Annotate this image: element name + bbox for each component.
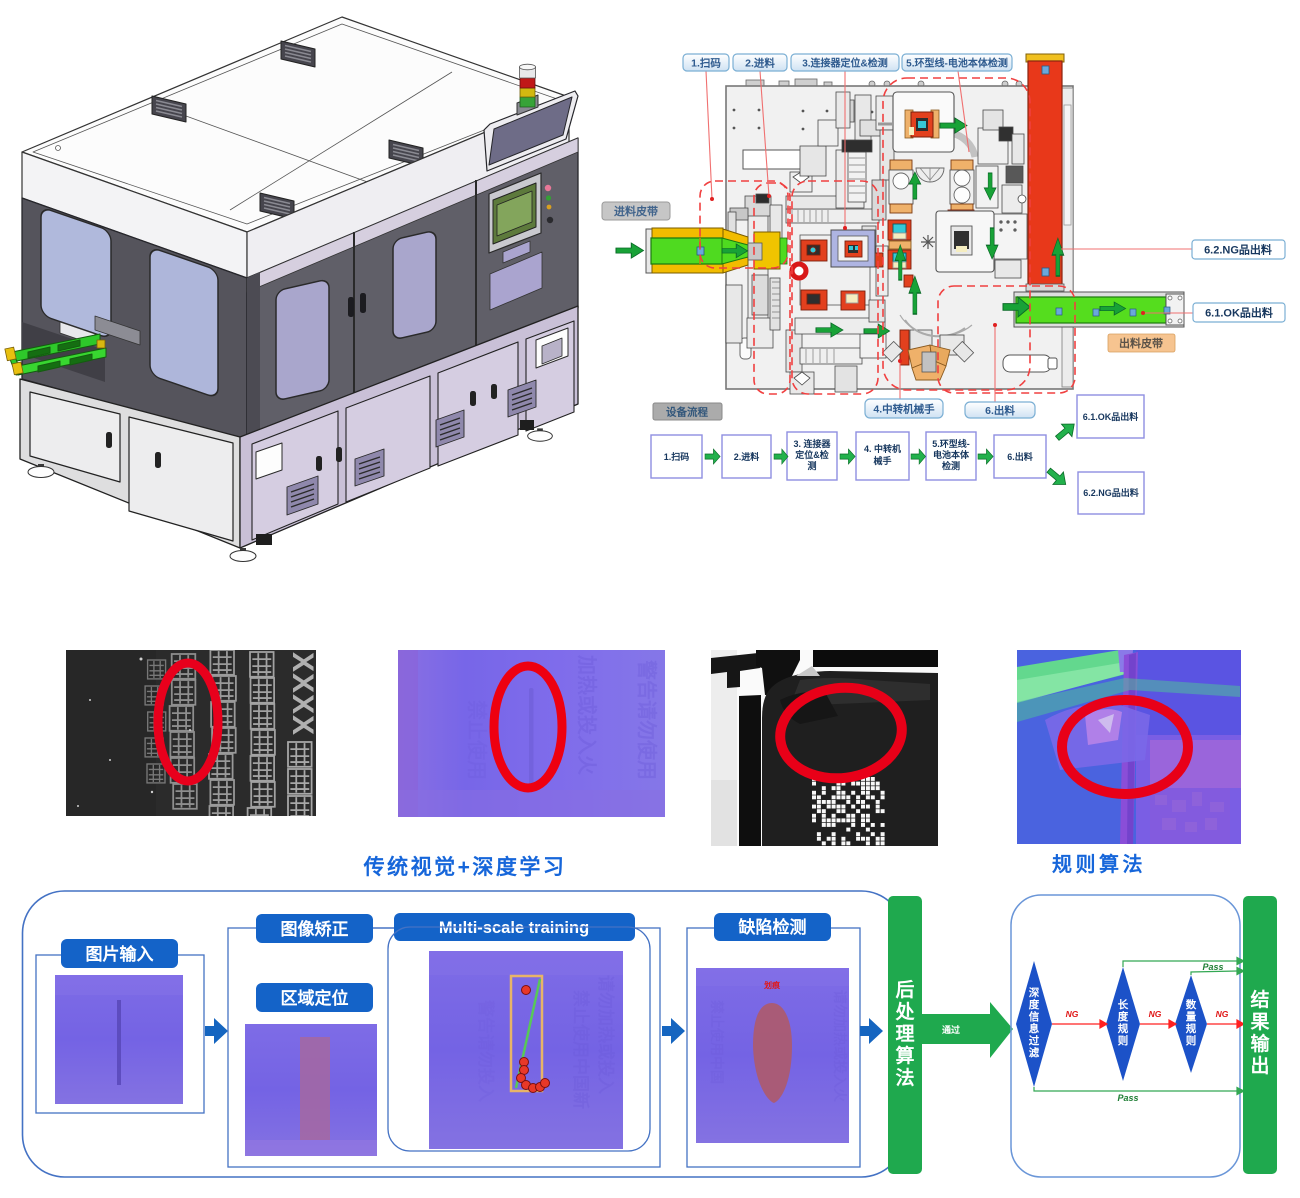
- svg-text:XXXX: XXXX: [286, 652, 319, 736]
- svg-text:2.进料: 2.进料: [734, 451, 760, 462]
- svg-text:规则算法: 规则算法: [1052, 852, 1146, 876]
- svg-text:出料皮带: 出料皮带: [1119, 336, 1163, 350]
- svg-text:警告请勿投入: 警告请勿投入: [476, 999, 496, 1102]
- svg-text:缺陷检测: 缺陷检测: [739, 917, 807, 937]
- svg-text:设备流程: 设备流程: [666, 406, 708, 419]
- svg-text:2.进料: 2.进料: [745, 57, 775, 70]
- svg-text:5.环型线-电池本体检测: 5.环型线-电池本体检测: [906, 57, 1008, 70]
- svg-text:后处理算法: 后处理算法: [894, 979, 915, 1089]
- svg-text:长度规则: 长度规则: [1118, 998, 1129, 1047]
- svg-text:6.2.NG品出料: 6.2.NG品出料: [1204, 243, 1272, 257]
- svg-text:禁止使用: 禁止使用: [465, 700, 489, 780]
- svg-text:6.出料: 6.出料: [1007, 451, 1033, 462]
- svg-text:6.2.NG品出料: 6.2.NG品出料: [1083, 487, 1139, 498]
- svg-text:4.中转机械手: 4.中转机械手: [873, 403, 935, 416]
- svg-text:Pass: Pass: [1202, 962, 1223, 972]
- svg-text:加热或投入火: 加热或投入火: [575, 654, 599, 776]
- svg-text:6.1.OK品出料: 6.1.OK品出料: [1205, 306, 1273, 320]
- svg-text:通过: 通过: [942, 1024, 960, 1035]
- svg-text:1.扫码: 1.扫码: [664, 451, 690, 462]
- svg-text:数量规则: 数量规则: [1185, 998, 1197, 1047]
- svg-text:6.出料: 6.出料: [985, 404, 1015, 417]
- svg-text:警告请勿使用: 警告请勿使用: [635, 660, 659, 780]
- svg-text:进料皮带: 进料皮带: [614, 204, 658, 218]
- svg-text:5.环型线-: 5.环型线-: [932, 438, 970, 449]
- svg-text:结果输出: 结果输出: [1249, 988, 1270, 1077]
- svg-text:请勿加热或投入: 请勿加热或投入: [596, 975, 616, 1094]
- svg-text:测: 测: [807, 460, 816, 471]
- svg-text:划痕: 划痕: [764, 980, 781, 990]
- svg-text:禁止使用中国: 禁止使用中国: [709, 1000, 725, 1084]
- svg-text:检测: 检测: [942, 460, 960, 471]
- svg-text:禁止使用中国新: 禁止使用中国新: [571, 990, 591, 1109]
- svg-text:3.连接器定位&检测: 3.连接器定位&检测: [802, 57, 888, 70]
- svg-text:Multi-scale training: Multi-scale training: [439, 919, 589, 937]
- svg-text:6.1.OK品出料: 6.1.OK品出料: [1083, 411, 1139, 422]
- svg-text:3. 连接器: 3. 连接器: [793, 438, 831, 449]
- svg-text:NG: NG: [1216, 1009, 1229, 1019]
- svg-text:NG: NG: [1149, 1009, 1162, 1019]
- svg-text:区域定位: 区域定位: [281, 988, 349, 1008]
- svg-text:传统视觉+深度学习: 传统视觉+深度学习: [363, 855, 567, 879]
- svg-text:NG: NG: [1066, 1009, 1079, 1019]
- svg-text:图像矫正: 图像矫正: [281, 919, 349, 939]
- svg-text:1.扫码: 1.扫码: [691, 57, 721, 70]
- svg-text:定位&检: 定位&检: [794, 449, 829, 460]
- svg-text:电池本体: 电池本体: [933, 449, 970, 460]
- svg-text:械手: 械手: [873, 455, 891, 466]
- svg-text:深度信息过滤: 深度信息过滤: [1029, 986, 1040, 1059]
- svg-text:4. 中转机: 4. 中转机: [864, 443, 901, 454]
- svg-text:请勿加热或投入火: 请勿加热或投入火: [832, 990, 848, 1103]
- svg-text:图片输入: 图片输入: [86, 944, 154, 964]
- svg-text:Pass: Pass: [1117, 1093, 1138, 1103]
